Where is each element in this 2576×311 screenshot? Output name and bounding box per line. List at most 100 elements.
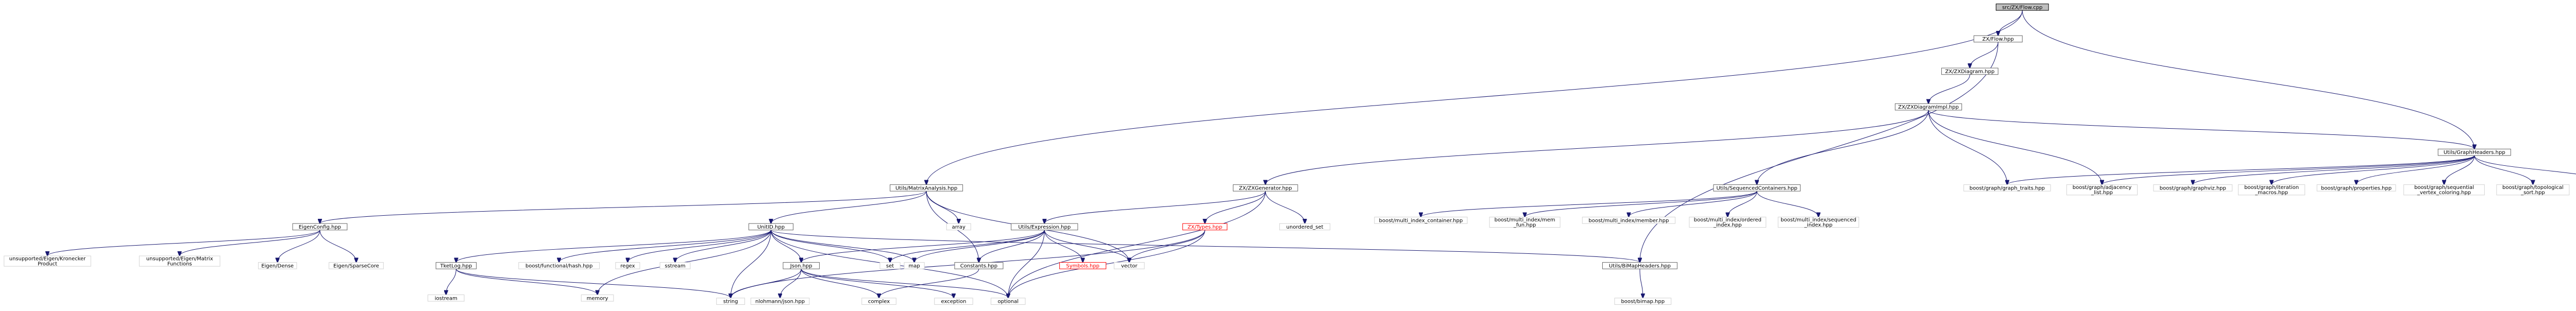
edge-eigenconfig-to-eigensparse — [319, 230, 357, 263]
node-box — [1713, 184, 1801, 192]
node-label: ZX/ZXDiagram.hpp — [1945, 69, 1994, 75]
node-label: _list.hpp — [2091, 190, 2113, 196]
node-eigenconfig[interactable]: EigenConfig.hpp — [292, 223, 348, 231]
node-bimapheaders[interactable]: Utils/BiMapHeaders.hpp — [1602, 262, 1677, 269]
node-box — [1489, 217, 1561, 228]
edge-jsonhpp-to-string — [731, 269, 802, 298]
node-zxflow[interactable]: ZX/Flow.hpp — [1973, 35, 2023, 43]
node-box — [1894, 103, 1962, 111]
node-box — [435, 262, 477, 269]
node-zxtypes: ZX/Types.hpp — [1182, 223, 1228, 231]
edge-graphheaders-to-seq_vertex_coloring — [2444, 155, 2475, 185]
node-mi_mem_fun: boost/multi_index/mem_fun.hpp — [1489, 217, 1561, 228]
node-label: set — [886, 263, 894, 269]
node-label: Utils/GraphHeaders.hpp — [2444, 150, 2505, 156]
node-memory: memory — [581, 295, 614, 302]
node-label: Utils/MatrixAnalysis.hpp — [895, 185, 957, 191]
edge-jsonhpp-to-complex — [801, 269, 879, 298]
node-label: Functions — [167, 262, 192, 267]
node-label: Utils/SequencedContainers.hpp — [1716, 185, 1797, 191]
node-box — [1602, 262, 1677, 269]
node-label: boost/multi_index/sequenced — [1781, 217, 1856, 223]
node-box — [2496, 184, 2570, 196]
edge-unitid-to-string — [731, 230, 771, 298]
edge-matrixanalysis-to-array — [926, 191, 959, 223]
edge-expression-to-map — [914, 230, 1045, 263]
node-box — [1689, 217, 1767, 228]
node-box — [1011, 223, 1078, 231]
edge-expression-to-optional — [1008, 230, 1045, 298]
node-array: array — [946, 223, 971, 231]
node-box — [1279, 223, 1331, 231]
node-eigensparse: Eigen/SparseCore — [329, 262, 384, 269]
edge-zxgenerator-to-expression — [1044, 191, 1266, 223]
edge-zxgenerator-to-optional — [1008, 191, 1266, 298]
edge-zxtypes-to-vector — [1129, 230, 1206, 263]
node-label: ZX/Flow.hpp — [1982, 37, 2014, 42]
node-zxgenerator[interactable]: ZX/ZXGenerator.hpp — [1233, 184, 1298, 192]
node-box — [1941, 67, 1998, 75]
edge-graphheaders-to-adjacency_list — [2102, 155, 2475, 185]
edge-unitid-to-tketlog — [456, 230, 771, 263]
node-unitid[interactable]: UnitID.hpp — [748, 223, 794, 231]
node-label: UnitID.hpp — [757, 224, 785, 230]
node-box — [2066, 184, 2138, 196]
node-expression[interactable]: Utils/Expression.hpp — [1011, 223, 1078, 231]
node-box — [879, 262, 901, 269]
node-box — [748, 223, 794, 231]
node-box — [2437, 148, 2511, 156]
node-graphheaders[interactable]: Utils/GraphHeaders.hpp — [2437, 148, 2511, 156]
node-jsonhpp[interactable]: Json.hpp — [783, 262, 820, 269]
node-zxdiagramimpl[interactable]: ZX/ZXDiagramImpl.hpp — [1894, 103, 1962, 111]
node-label: vector — [1121, 263, 1138, 269]
node-root[interactable]: src/ZX/Flow.cpp — [1995, 4, 2049, 11]
node-label: boost/multi_index/ordered — [1694, 217, 1761, 223]
node-boosthash: boost/functional/hash.hpp — [518, 262, 600, 269]
node-constants[interactable]: Constants.hpp — [954, 262, 1004, 269]
node-mi_sequenced: boost/multi_index/sequenced_index.hpp — [1777, 217, 1859, 228]
node-label: _sort.hpp — [2520, 190, 2545, 196]
node-label: boost/multi_index/member.hpp — [1588, 218, 1669, 223]
node-label: unordered_set — [1286, 224, 1324, 230]
edge-zxdiagramimpl-to-graph_traits — [1928, 110, 2007, 185]
edge-graphheaders-to-topological_sort — [2474, 155, 2533, 185]
edge-unitid-to-sstream — [675, 230, 771, 263]
edge-root-to-matrixanalysis — [926, 10, 2023, 184]
edge-seqcontainers-to-mi_container — [1421, 191, 1757, 217]
node-box — [518, 262, 600, 269]
node-box — [258, 262, 297, 269]
node-nlohmann: nlohmann/json.hpp — [750, 298, 810, 305]
edge-graphheaders-to-graphviz — [2193, 155, 2475, 185]
edge-unitid-to-bimapheaders — [770, 230, 1639, 263]
node-label: _index.hpp — [1804, 222, 1833, 228]
node-label: unsupported/Eigen/Matrix — [146, 256, 213, 262]
node-box — [581, 295, 614, 302]
node-box — [990, 298, 1026, 305]
node-bimap: boost/bimap.hpp — [1614, 298, 1672, 305]
node-box — [1582, 217, 1675, 224]
edge-jsonhpp-to-optional — [801, 269, 1008, 298]
node-box — [954, 262, 1004, 269]
node-string: string — [716, 298, 745, 305]
edge-zxdiagramimpl-to-adjacency_list — [1928, 110, 2102, 185]
node-label: complex — [868, 299, 890, 305]
node-box — [292, 223, 348, 231]
node-exception: exception — [934, 298, 973, 305]
node-box — [2238, 184, 2306, 196]
node-label: boost/graph/graphviz.hpp — [2160, 185, 2226, 191]
node-adjacency_list: boost/graph/adjacency_list.hpp — [2066, 184, 2138, 196]
node-tketlog[interactable]: TketLog.hpp — [435, 262, 477, 269]
node-complex: complex — [861, 298, 896, 305]
node-box — [750, 298, 810, 305]
edge-root-to-graphheaders — [2022, 10, 2475, 149]
node-zxdiagram[interactable]: ZX/ZXDiagram.hpp — [1941, 67, 1998, 75]
node-matrixanalysis[interactable]: Utils/MatrixAnalysis.hpp — [890, 184, 963, 192]
node-seqcontainers[interactable]: Utils/SequencedContainers.hpp — [1713, 184, 1801, 192]
node-box — [861, 298, 896, 305]
edge-graphheaders-to-graph_traits — [2007, 155, 2475, 185]
node-box — [2153, 184, 2233, 192]
node-label: boost/graph/iteration — [2244, 185, 2299, 191]
edge-constants-to-complex — [879, 269, 979, 298]
